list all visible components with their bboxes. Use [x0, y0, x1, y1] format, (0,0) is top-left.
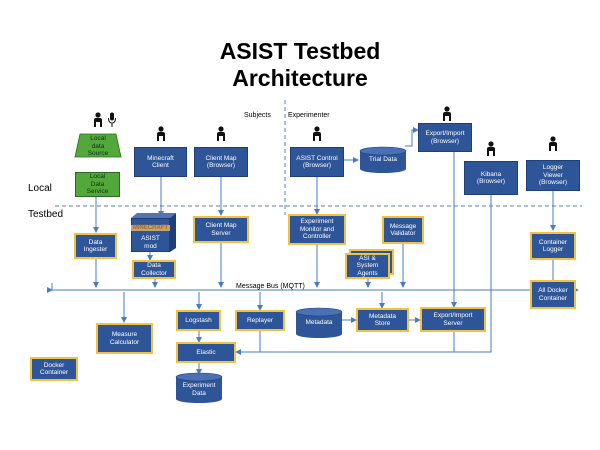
asist-control-browser: ASIST Control (Browser) — [290, 147, 344, 177]
person-icon — [94, 112, 102, 127]
docker-container: Docker Container — [30, 357, 78, 381]
asi-system-agents: ASI & System Agents — [345, 253, 390, 279]
local-data-source: Local data Source — [87, 135, 109, 157]
logstash: Logstash — [176, 310, 221, 331]
minecraft-client: Minecraft Client — [134, 147, 187, 177]
minecraft-logo: MINECRAFT — [131, 225, 170, 231]
local-data-source-shape — [74, 133, 122, 158]
microphone-icon — [108, 112, 116, 127]
person-icon — [217, 126, 225, 141]
message-bus-label: Message Bus (MQTT) — [236, 283, 305, 290]
client-map-server: Client Map Server — [193, 216, 249, 243]
person-icon — [443, 106, 451, 121]
experiment-data: Experiment Data — [182, 382, 216, 397]
kibana-browser: Kibana (Browser) — [464, 161, 518, 195]
person-icon — [157, 126, 165, 141]
data-ingester: Data Ingester — [74, 233, 117, 259]
elastic: Elastic — [176, 342, 236, 363]
metadata: Metadata — [305, 319, 333, 326]
experiment-monitor-controller: Experiment Monitor and Controller — [288, 214, 346, 245]
experimenter-label: Experimenter — [288, 112, 330, 119]
container-logger: Container Logger — [530, 232, 576, 260]
all-docker-container: All Docker Container — [530, 280, 576, 309]
person-icon — [313, 126, 321, 141]
message-validator: Message Validator — [382, 216, 424, 244]
data-collector: Data Collector — [132, 260, 176, 279]
person-icon — [549, 136, 557, 151]
export-import-browser: Export/Import (Browser) — [418, 123, 472, 152]
metadata-cylinder — [295, 307, 343, 338]
logger-viewer-browser: Logger Viewer (Browser) — [526, 160, 580, 191]
replayer: Replayer — [235, 310, 285, 331]
subjects-label: Subjects — [244, 112, 271, 119]
measure-calculator: Measure Calculator — [96, 323, 153, 354]
diagram-title: ASIST Testbed Architecture — [219, 38, 381, 91]
asist-mod-cube-top — [131, 213, 176, 218]
local-data-service: Local Data Service — [75, 172, 120, 197]
metadata-store: Metadata Store — [356, 308, 409, 332]
experiment-data-cylinder — [175, 372, 223, 403]
person-icon — [487, 141, 495, 156]
client-map-browser: Client Map (Browser) — [194, 147, 248, 177]
trial-data-cylinder — [359, 146, 407, 173]
asist-mod: ASIST mod — [131, 218, 170, 252]
export-import-server: Export/Import Server — [420, 307, 486, 332]
local-label: Local — [28, 183, 52, 194]
trial-data: Trial Data — [369, 156, 397, 163]
asist-mod-cube-side — [170, 213, 176, 252]
testbed-label: Testbed — [28, 209, 64, 220]
